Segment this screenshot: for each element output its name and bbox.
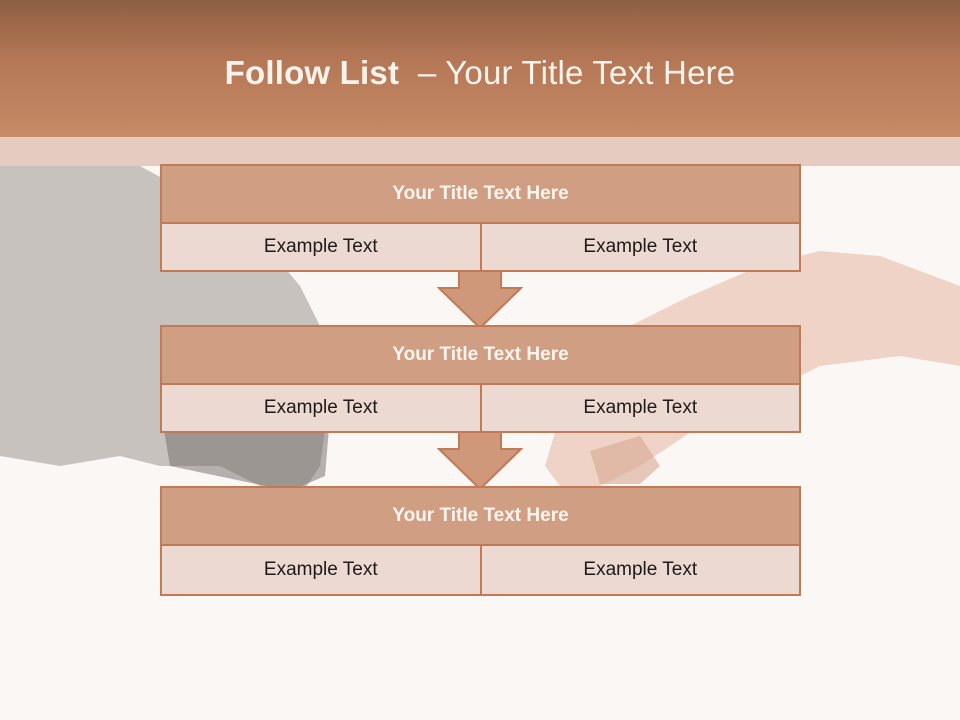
slide-title-bold: Follow List — [224, 54, 400, 91]
slide-title: Follow List – Your Title Text Here — [0, 54, 960, 92]
step-box-3: Your Title Text Here Example Text Exampl… — [160, 486, 801, 596]
human-finger-shape — [590, 436, 660, 484]
title-bar — [0, 0, 960, 137]
down-arrow-icon — [437, 270, 523, 330]
step-cell-right: Example Text — [479, 385, 800, 431]
step-title: Your Title Text Here — [162, 327, 799, 385]
step-cell-right: Example Text — [479, 224, 800, 270]
step-cell-left: Example Text — [263, 236, 378, 257]
step-row: Example Text Example Text — [162, 546, 799, 594]
step-row: Example Text Example Text — [162, 385, 799, 431]
step-row: Example Text Example Text — [162, 224, 799, 270]
header-band — [0, 137, 960, 166]
slide-title-rest: – Your Title Text Here — [408, 54, 736, 91]
step-box-2: Your Title Text Here Example Text Exampl… — [160, 325, 801, 433]
step-cell-left: Example Text — [263, 559, 378, 580]
step-title: Your Title Text Here — [162, 166, 799, 224]
step-cell-right: Example Text — [479, 546, 800, 594]
step-cell-left: Example Text — [263, 397, 378, 418]
step-title: Your Title Text Here — [162, 488, 799, 546]
step-box-1: Your Title Text Here Example Text Exampl… — [160, 164, 801, 272]
down-arrow-icon — [437, 431, 523, 491]
